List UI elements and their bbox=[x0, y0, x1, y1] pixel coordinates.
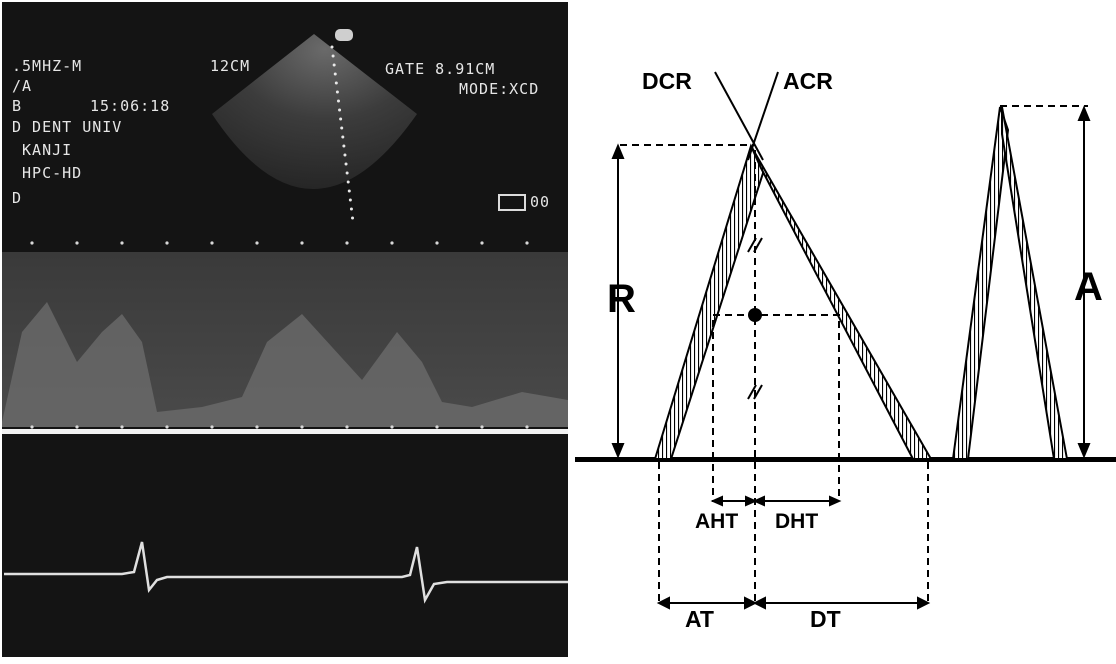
acr-line bbox=[748, 72, 778, 160]
scan-info-line-2: /A bbox=[12, 78, 32, 95]
time-readout: 15:06:18 bbox=[90, 98, 170, 115]
pulsed-doppler-echocardiogram: .5MHZ-M /A B D DENT UNIV KANJI HPC-HD D … bbox=[2, 2, 568, 657]
probe-label: HPC-HD bbox=[12, 165, 82, 182]
ecg-trace bbox=[4, 542, 568, 600]
transducer-marker-icon bbox=[335, 29, 353, 41]
aht-label: AHT bbox=[695, 510, 738, 534]
patient-name: KANJI bbox=[12, 142, 72, 159]
institution-label: D DENT UNIV bbox=[12, 119, 122, 136]
mode-readout: MODE:XCD bbox=[459, 81, 539, 98]
display-indicator-icon bbox=[499, 195, 525, 210]
a-label: A bbox=[1074, 265, 1103, 310]
half-peak-point bbox=[748, 308, 762, 322]
zero-velocity-baseline bbox=[2, 429, 568, 434]
deceleration-limb bbox=[751, 146, 931, 459]
atrial-wave-ascending bbox=[953, 107, 1008, 459]
dht-label: DHT bbox=[775, 510, 818, 534]
diagram-graphic bbox=[570, 0, 1116, 659]
dt-label: DT bbox=[810, 606, 841, 633]
dht-arrow bbox=[755, 497, 839, 505]
scan-info-line-1: .5MHZ-M bbox=[12, 58, 82, 75]
atrial-wave-descending bbox=[1002, 107, 1067, 459]
dt-arrow bbox=[755, 598, 928, 608]
gate-readout: GATE 8.91CM bbox=[385, 61, 495, 78]
indicator-readout: 00 bbox=[530, 194, 550, 211]
velocity-waveform-diagram: DCR ACR R A AHT DHT AT DT bbox=[570, 0, 1116, 659]
acr-label: ACR bbox=[783, 68, 833, 95]
scan-info-line-7: D bbox=[12, 190, 22, 207]
r-label: R bbox=[607, 277, 636, 322]
dcr-label: DCR bbox=[642, 68, 692, 95]
doppler-spectrum-graphic bbox=[2, 2, 568, 657]
at-label: AT bbox=[685, 606, 714, 633]
aht-arrow bbox=[713, 497, 755, 505]
depth-readout: 12CM bbox=[210, 58, 250, 75]
dcr-line bbox=[715, 72, 763, 160]
acceleration-limb bbox=[655, 146, 764, 459]
scan-info-line-3: B bbox=[12, 98, 22, 115]
